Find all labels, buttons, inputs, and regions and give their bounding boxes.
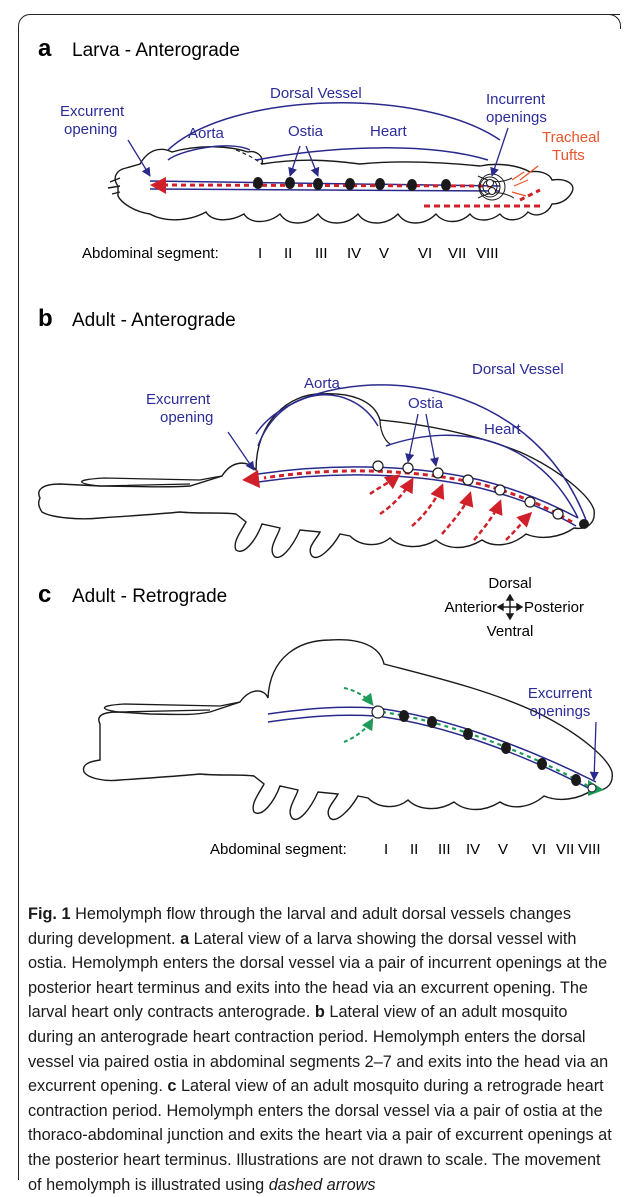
panel-a-title: Larva - Anterograde: [72, 40, 240, 61]
larva-segment-8: VIII: [476, 245, 499, 262]
adult-c-ostium: [372, 706, 384, 718]
larva-incurrent-opening-1: [487, 180, 494, 187]
adult-b-label-aorta: Aorta: [304, 375, 341, 392]
adult-c-segment-8: VIII: [578, 841, 601, 858]
adult-b-label-excurrent-2: opening: [160, 409, 213, 426]
adult-c-segment-2: II: [410, 841, 418, 858]
adult-b-label-excurrent-1: Excurrent: [146, 391, 211, 408]
adult-c-segment-4: IV: [466, 841, 480, 858]
compass-posterior: Posterior: [524, 599, 584, 616]
larva-excurrent-pointer: [128, 140, 150, 176]
panel-c: c Adult - Retrograde Dorsal Anterior Pos…: [38, 575, 612, 858]
larva-label-tracheal-1: Tracheal: [542, 129, 600, 146]
larva-label-aorta: Aorta: [188, 125, 225, 142]
panel-a-letter: a: [38, 35, 52, 62]
caption-fig-label: Fig. 1: [28, 905, 71, 923]
larva-segment-4: IV: [347, 245, 361, 262]
adult-c-segment-3: III: [438, 841, 451, 858]
compass-dorsal: Dorsal: [488, 575, 531, 592]
adult-b-inflow-arrows: [370, 476, 530, 540]
panel-a: a Larva - Anterograde: [38, 35, 600, 262]
adult-b-heart-arc: [386, 435, 578, 518]
larva-excurrent-arrowhead: [150, 177, 166, 194]
caption-a-letter: a: [180, 930, 189, 948]
larva-label-tracheal-2: Tufts: [552, 147, 585, 164]
adult-b-terminus: [579, 519, 589, 529]
larva-label-incurrent-2: openings: [486, 109, 547, 126]
adult-c-label-excurrent-2: openings: [530, 703, 591, 720]
larva-label-excurrent-2: opening: [64, 121, 117, 138]
caption-tail-italic: dashed arrows: [269, 1176, 376, 1194]
figure-caption: Fig. 1 Hemolymph flow through the larval…: [28, 902, 616, 1197]
adult-b-label-ostia: Ostia: [408, 395, 444, 412]
larva-segment-2: II: [284, 245, 292, 262]
larva-label-excurrent-1: Excurrent: [60, 103, 125, 120]
adult-c-segment-label: Abdominal segment:: [210, 841, 347, 858]
adult-b-ostia-pointer-2: [426, 414, 436, 466]
adult-c-segment-numerals: I II III IV V VI VII VIII: [384, 841, 601, 858]
adult-b-thorax-divider: [380, 420, 390, 444]
adult-b-ostia: [373, 461, 563, 519]
compass-anterior: Anterior: [444, 599, 497, 616]
adult-c-excurrent-opening: [588, 784, 596, 792]
larva-incurrent-opening-2: [489, 188, 496, 195]
panel-b-letter: b: [38, 305, 53, 332]
larva-incurrent-openings: [478, 174, 514, 200]
panel-b: b Adult - Anterograde: [38, 305, 594, 557]
larva-heart-arc: [256, 148, 488, 160]
larva-segment-3: III: [315, 245, 328, 262]
larva-segment-6: VI: [418, 245, 432, 262]
panel-c-title: Adult - Retrograde: [72, 586, 227, 607]
adult-c-segment-7: VII: [556, 841, 574, 858]
adult-b-excurrent-arrowhead: [242, 470, 260, 488]
caption-b-letter: b: [315, 1003, 325, 1021]
larva-label-incurrent-1: Incurrent: [486, 91, 546, 108]
adult-b-aorta-arc: [258, 395, 378, 446]
larva-segment-1: I: [258, 245, 262, 262]
larva-incurrent-pointer: [492, 128, 508, 176]
larva-aorta-arc: [168, 146, 250, 160]
adult-b-proboscis: [82, 476, 222, 486]
adult-c-segment-1: I: [384, 841, 388, 858]
adult-c-segment-6: VI: [532, 841, 546, 858]
adult-c-label-excurrent-1: Excurrent: [528, 685, 593, 702]
larva-segment-5: V: [379, 245, 389, 262]
larva-label-heart: Heart: [370, 123, 408, 140]
adult-b-label-dorsal-vessel: Dorsal Vessel: [472, 361, 564, 378]
panel-c-letter: c: [38, 581, 51, 608]
caption-c-letter: c: [167, 1077, 176, 1095]
adult-c-body-outline: [84, 640, 613, 820]
larva-segment-7: VII: [448, 245, 466, 262]
larva-ostia-pointer-2: [306, 146, 318, 176]
larva-label-dorsal-vessel: Dorsal Vessel: [270, 85, 362, 102]
adult-b-excurrent-pointer: [228, 432, 254, 470]
compass-ventral: Ventral: [487, 623, 534, 640]
panel-b-title: Adult - Anterograde: [72, 310, 236, 331]
figure-illustration: a Larva - Anterograde: [0, 0, 633, 900]
adult-c-proboscis: [104, 702, 240, 712]
larva-segment-numerals: I II III IV V VI VII VIII: [258, 245, 499, 262]
compass-cross-icon: [498, 595, 522, 619]
adult-c-segment-5: V: [498, 841, 508, 858]
larva-segment-label: Abdominal segment:: [82, 245, 219, 262]
larva-label-ostia: Ostia: [288, 123, 324, 140]
adult-b-label-heart: Heart: [484, 421, 522, 438]
